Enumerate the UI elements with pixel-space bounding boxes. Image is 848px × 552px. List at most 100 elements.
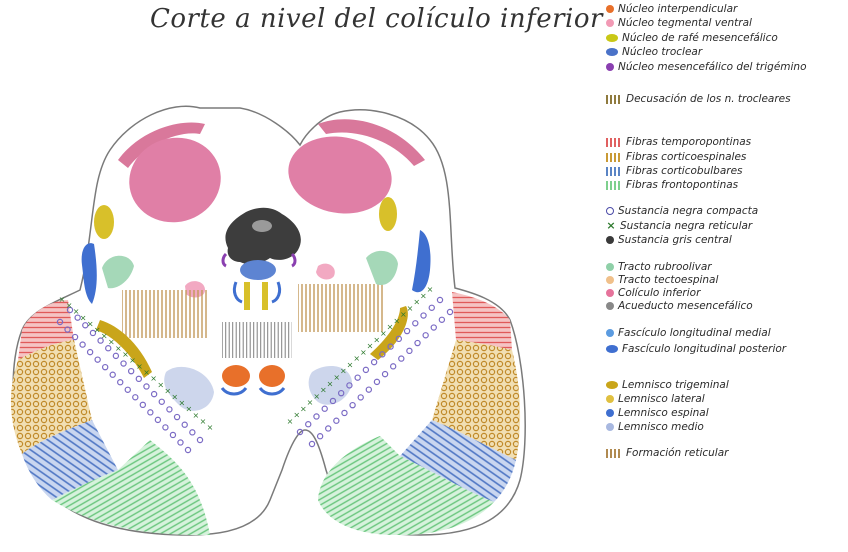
legend-label: Acueducto mesencefálico <box>618 300 753 312</box>
legend-item-rafe: Núcleo de rafé mesencefálico <box>606 31 778 45</box>
legend-label: Sustancia negra compacta <box>618 205 758 217</box>
legend-swatch-flp <box>606 345 618 353</box>
nigra-reticular-mark: × <box>300 404 307 413</box>
nigra-reticular-mark: × <box>413 298 420 307</box>
nigra-reticular-mark: × <box>287 417 294 426</box>
legend-label: Fibras temporopontinas <box>626 136 751 148</box>
nigra-reticular-mark: × <box>87 319 94 328</box>
nigra-reticular-mark: × <box>73 307 80 316</box>
legend-swatch-coliculo_inferior <box>606 289 614 297</box>
nigra-reticular-mark: × <box>115 344 122 353</box>
legend-item-coliculo_inferior: Colículo inferior <box>606 286 700 300</box>
legend-item-lemnisco_espinal: Lemnisco espinal <box>606 406 709 420</box>
nigra-reticular-mark: × <box>400 310 407 319</box>
legend-item-lemnisco_trigeminal: Lemnisco trigeminal <box>606 378 729 392</box>
nigra-reticular-mark: × <box>178 399 185 408</box>
nigra-reticular-mark: × <box>320 386 327 395</box>
nigra-reticular-mark: × <box>150 374 157 383</box>
legend-swatch-decusacion <box>606 95 622 104</box>
legend-item-tectoespinal: Tracto tectoespinal <box>606 273 718 287</box>
legend-swatch-lemnisco_espinal <box>606 409 614 417</box>
legend-label: Fascículo longitudinal medial <box>618 327 771 339</box>
nigra-reticular-mark: × <box>80 313 87 322</box>
nigra-reticular-mark: × <box>101 332 108 341</box>
nigra-reticular-mark: × <box>186 405 193 414</box>
legend-label: Núcleo mesencefálico del trigémino <box>618 61 807 73</box>
nigra-reticular-mark: × <box>380 329 387 338</box>
legend-label: Sustancia gris central <box>618 234 732 246</box>
legend-swatch-flm <box>606 329 614 337</box>
legend-item-flp: Fascículo longitudinal posterior <box>606 342 786 356</box>
legend-item-mesencefalico_trigemino: Núcleo mesencefálico del trigémino <box>606 60 807 74</box>
legend-item-frontopontinas: Fibras frontopontinas <box>606 178 738 192</box>
trochlear-decussation <box>222 322 292 358</box>
legend-swatch-rafe <box>606 34 618 42</box>
legend-item-tegmental: Núcleo tegmental ventral <box>606 16 752 30</box>
nigra-reticular-mark: × <box>136 362 143 371</box>
legend-item-negra_compacta: Sustancia negra compacta <box>606 204 758 218</box>
legend-swatch-corticobulbares <box>606 167 622 176</box>
nigra-reticular-mark: × <box>353 354 360 363</box>
legend-swatch-lemnisco_trigeminal <box>606 381 618 389</box>
legend-item-formacion_reticular: Formación reticular <box>606 446 728 460</box>
legend-swatch-temporopontinas <box>606 138 622 147</box>
legend-swatch-acueducto <box>606 302 614 310</box>
legend-swatch-mesencefalico_trigemino <box>606 63 614 71</box>
legend-label: Sustancia negra reticular <box>620 220 752 232</box>
legend-swatch-interpeduncular <box>606 5 614 13</box>
interpeduncular-right <box>259 365 285 387</box>
legend-label: Formación reticular <box>626 447 728 459</box>
legend-item-interpeduncular: Núcleo interpendicular <box>606 2 737 16</box>
legend-swatch-corticoespinales <box>606 153 622 162</box>
legend-item-negra_reticular: × Sustancia negra reticular <box>606 219 752 233</box>
nigra-reticular-mark: × <box>347 360 354 369</box>
nigra-reticular-mark: × <box>122 350 129 359</box>
legend-swatch-lemnisco_medio <box>606 423 614 431</box>
legend-item-lemnisco_lateral: Lemnisco lateral <box>606 392 705 406</box>
nigra-reticular-mark: × <box>157 380 164 389</box>
nigra-reticular-mark: × <box>293 411 300 420</box>
nigra-reticular-mark: × <box>171 393 178 402</box>
legend-item-corticobulbares: Fibras corticobulbares <box>606 164 743 178</box>
lateral-lemniscus-left <box>94 205 114 239</box>
trochlear-nucleus <box>240 260 276 280</box>
nigra-reticular-mark: × <box>164 386 171 395</box>
reticular-formation-left <box>122 290 207 338</box>
nigra-reticular-mark: × <box>367 342 374 351</box>
legend-label: Tracto tectoespinal <box>618 274 718 286</box>
nigra-reticular-mark: × <box>373 335 380 344</box>
lateral-lemniscus-right <box>379 197 397 231</box>
legend-swatch-formacion_reticular <box>606 449 622 458</box>
nigra-reticular-mark: × <box>427 285 434 294</box>
raphe-nucleus-left <box>244 282 250 310</box>
legend-item-corticoespinales: Fibras corticoespinales <box>606 150 746 164</box>
midbrain-cross-section: ×××××××××××××××××××××× ×××××××××××××××××… <box>0 0 600 552</box>
reticular-formation-right <box>298 284 384 332</box>
legend-swatch-negra_reticular: × <box>606 221 616 231</box>
nigra-reticular-mark: × <box>420 291 427 300</box>
legend-swatch-lemnisco_lateral <box>606 395 614 403</box>
nigra-reticular-mark: × <box>200 417 207 426</box>
legend-swatch-negra_compacta <box>606 207 614 215</box>
legend-label: Fibras corticobulbares <box>626 165 743 177</box>
legend-label: Lemnisco espinal <box>618 407 709 419</box>
legend-label: Colículo inferior <box>618 287 700 299</box>
legend-swatch-tegmental <box>606 19 614 27</box>
legend-item-lemnisco_medio: Lemnisco medio <box>606 420 704 434</box>
legend-label: Núcleo interpendicular <box>618 3 737 15</box>
nigra-reticular-mark: × <box>393 316 400 325</box>
legend-item-gris_central: Sustancia gris central <box>606 233 732 247</box>
legend-label: Tracto rubroolivar <box>618 261 712 273</box>
legend-label: Decusación de los n. trocleares <box>626 93 791 105</box>
legend-label: Lemnisco lateral <box>618 393 705 405</box>
nigra-reticular-mark: × <box>327 379 334 388</box>
nigra-reticular-mark: × <box>59 295 66 304</box>
nigra-compacta-mark <box>309 441 314 446</box>
legend-label: Núcleo de rafé mesencefálico <box>622 32 778 44</box>
legend-item-flm: Fascículo longitudinal medial <box>606 326 771 340</box>
nigra-reticular-mark: × <box>207 423 214 432</box>
legend-label: Núcleo tegmental ventral <box>618 17 752 29</box>
legend-swatch-rubroolivar <box>606 263 614 271</box>
nigra-reticular-mark: × <box>407 304 414 313</box>
